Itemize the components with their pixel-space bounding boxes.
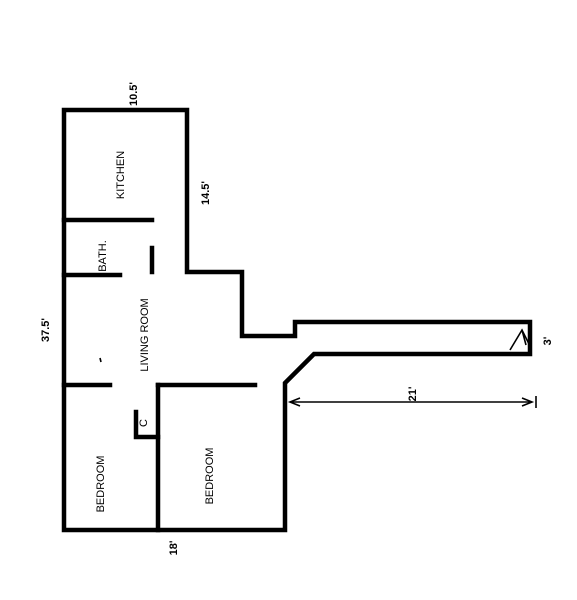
room-label-bedroom-left: BEDROOM xyxy=(95,456,107,513)
door-tick xyxy=(99,357,102,363)
room-label-bath: BATH. xyxy=(97,240,109,272)
arrowhead-left xyxy=(287,397,301,407)
outer-wall xyxy=(61,107,533,533)
closet-wall xyxy=(133,409,161,440)
dimension-hall-width: 3' xyxy=(542,336,554,345)
room-label-kitchen: KITCHEN xyxy=(115,151,127,199)
dimension-top-width: 10.5' xyxy=(128,82,140,106)
dimension-total-length: 37.5' xyxy=(40,318,52,342)
dimension-bottom-width: 18' xyxy=(168,540,180,555)
arrowhead-right xyxy=(521,397,535,407)
room-label-closet: C xyxy=(138,419,150,427)
room-label-living-room: LIVING ROOM xyxy=(139,298,151,371)
stair-symbol xyxy=(509,328,531,351)
room-label-bedroom-right: BEDROOM xyxy=(204,448,216,505)
dimension-hall-length: 21' xyxy=(407,386,419,401)
dimension-kitchen-depth: 14.5' xyxy=(200,181,212,205)
